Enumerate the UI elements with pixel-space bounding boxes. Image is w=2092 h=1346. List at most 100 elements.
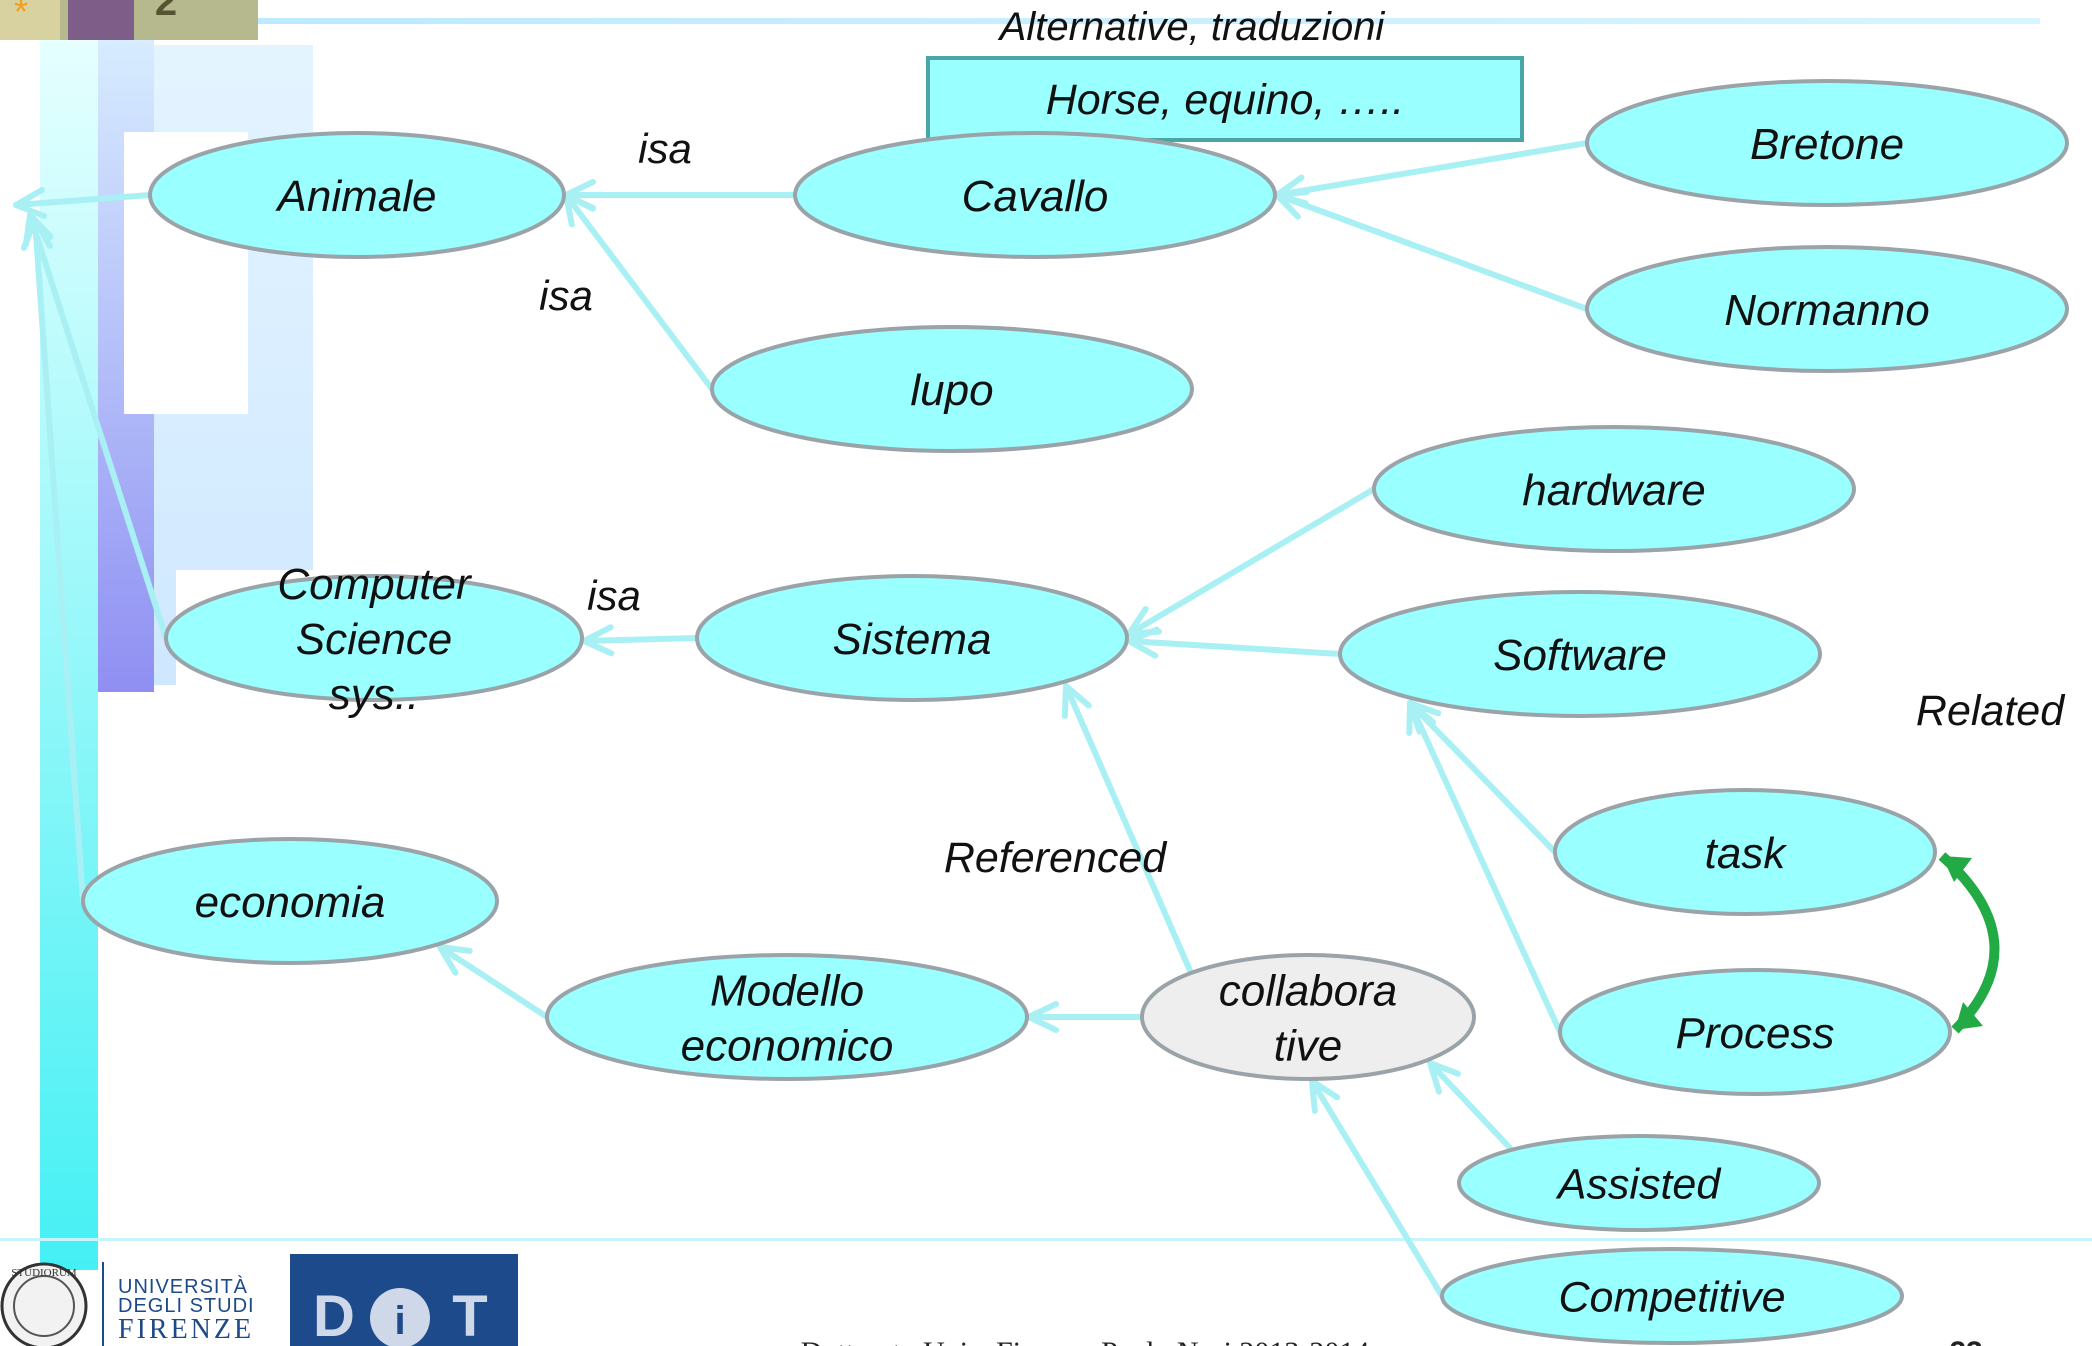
edge-arrowhead — [1061, 683, 1092, 719]
edge-sistema-to-computer-science-sys — [581, 624, 700, 657]
node-software: Software — [1338, 590, 1822, 718]
node-lupo: lupo — [710, 325, 1194, 453]
edge-software-to-sistema — [1126, 626, 1343, 659]
node-ellipse — [1585, 79, 2069, 207]
node-label: Assisted — [1555, 1160, 1723, 1208]
edge-arrowhead — [1309, 1078, 1341, 1114]
node-ellipse — [1440, 1247, 1904, 1345]
edge-line — [563, 192, 715, 392]
alternatives-box — [926, 56, 1524, 142]
edge-line — [1126, 638, 1343, 657]
node-ellipse — [1372, 425, 1856, 553]
node-economia: economia — [81, 837, 499, 965]
related-arrow-curve — [1938, 852, 2000, 1034]
node-ellipse — [793, 131, 1277, 259]
edge-line — [1274, 140, 1590, 198]
node-label: economia — [195, 878, 386, 927]
edge-competitive-to-collaborative — [1309, 1078, 1445, 1299]
edge-label-isa-lupo: isa — [539, 272, 593, 319]
disit-letter-d: D — [313, 1284, 355, 1346]
page-number: 23 — [1949, 1336, 1982, 1346]
edge-collaborative-to-sistema — [1061, 683, 1194, 976]
edge-line — [581, 635, 700, 644]
node-assisted: Assisted — [1457, 1134, 1821, 1232]
node-hardware: hardware — [1372, 425, 1856, 553]
node-ellipse — [1558, 968, 1952, 1096]
node-label: task — [1705, 829, 1788, 878]
edge-label-isa-cavallo: isa — [638, 125, 692, 172]
node-label: tive — [1274, 1021, 1342, 1070]
related-arrow — [1938, 852, 2000, 1034]
related-arrow-head-top — [1942, 856, 1972, 882]
university-line-1: UNIVERSITÀ — [118, 1276, 249, 1298]
corner-mark: 2 — [155, 0, 177, 24]
node-ellipse — [81, 837, 499, 965]
node-label: Competitive — [1558, 1273, 1785, 1321]
alternatives-box-text: Horse, equino, ….. — [1046, 76, 1405, 124]
node-ellipse — [1457, 1134, 1821, 1232]
node-label: Normanno — [1724, 286, 1929, 335]
node-label: Cavallo — [962, 172, 1109, 221]
disit-letter-s: S — [400, 1299, 401, 1301]
seal-text: STUDIORUM — [11, 1267, 77, 1279]
edge-line — [13, 192, 153, 208]
edge-line — [1063, 683, 1194, 976]
edge-label-related: Related — [1916, 687, 2066, 735]
node-label: Sistema — [833, 615, 992, 664]
edge-task-to-software — [1407, 700, 1558, 855]
edge-modello-economico-to-economia — [437, 944, 550, 1020]
edge-line — [1309, 1078, 1445, 1299]
edge-arrowhead — [1427, 1060, 1462, 1095]
edge-arrowhead — [1126, 626, 1160, 659]
edge-arrowhead — [1406, 700, 1437, 736]
node-task: task — [1553, 788, 1937, 916]
node-label: economico — [681, 1021, 894, 1070]
edge-line — [1274, 192, 1590, 312]
edge-arrowhead — [20, 217, 53, 251]
edge-bretone-to-cavallo — [1274, 140, 1590, 207]
disit-gear-icon — [370, 1288, 430, 1346]
edge-line — [1407, 700, 1563, 1035]
edge-label-referenced: Referenced — [944, 834, 1168, 882]
node-animale: Animale — [148, 131, 566, 259]
edge-label-isa-sistema: isa — [587, 572, 641, 619]
node-ellipse — [695, 574, 1129, 702]
node-ellipse — [1585, 245, 2069, 373]
edge-collaborative-to-modello-economico — [1026, 1000, 1145, 1034]
node-ellipse — [148, 131, 566, 259]
disit-logo: D i S T — [290, 1254, 518, 1346]
footer-text: Dottorato Univ. Firenze, Paolo Nesi 2013… — [801, 1336, 1370, 1346]
edge-cavallo-to-animale — [563, 178, 798, 212]
edge-line — [27, 212, 169, 641]
university-line-2: DEGLI STUDI — [118, 1295, 255, 1317]
edge-arrowhead — [13, 186, 47, 220]
edge-arrowhead — [437, 944, 473, 976]
edge-economia-to-root — [20, 217, 86, 904]
edge-line — [32, 217, 86, 904]
edge-line — [1126, 486, 1377, 637]
edge-line — [1407, 700, 1558, 855]
node-bretone: Bretone — [1585, 79, 2069, 207]
edge-line — [1427, 1060, 1513, 1151]
node-label: Animale — [275, 172, 437, 221]
node-label: collabora — [1219, 966, 1398, 1015]
node-label: Process — [1676, 1009, 1835, 1058]
node-ellipse — [1338, 590, 1822, 718]
node-label: hardware — [1522, 466, 1705, 515]
node-label: Computer — [277, 560, 473, 609]
node-label: Science — [296, 615, 453, 664]
node-label: Bretone — [1750, 120, 1904, 169]
disit-letter-t: T — [452, 1284, 487, 1346]
university-logo: STUDIORUM — [0, 1262, 104, 1346]
node-ellipse — [545, 953, 1029, 1081]
svg-text:*: * — [14, 0, 28, 32]
edge-process-to-software — [1406, 700, 1563, 1035]
edge-normanno-to-cavallo — [1274, 189, 1590, 312]
node-ellipse — [1140, 953, 1476, 1081]
university-line-3: FIRENZE — [118, 1314, 255, 1345]
edge-line — [437, 944, 550, 1020]
